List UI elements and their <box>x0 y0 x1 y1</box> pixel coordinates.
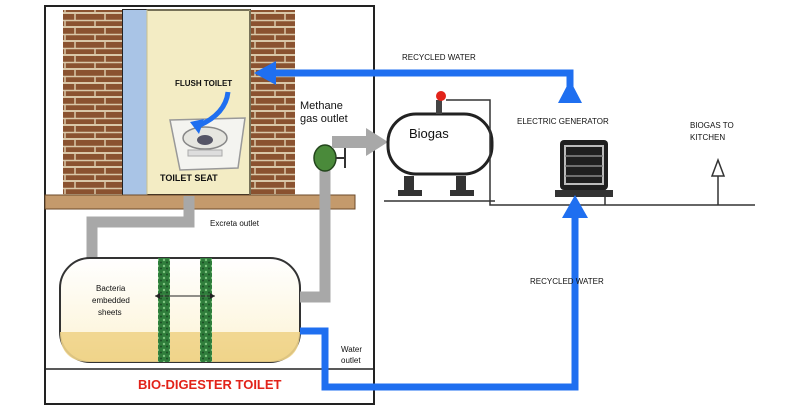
electric-generator-label: ELECTRIC GENERATOR <box>517 117 609 126</box>
recycled-water-up-arrowhead-icon <box>558 80 582 103</box>
biogas-to-kitchen-label-1: BIOGAS TO <box>690 121 734 130</box>
bacteria-label-1: Bacteria <box>96 284 126 293</box>
window <box>123 10 147 195</box>
diagram-title: BIO-DIGESTER TOILET <box>138 377 282 392</box>
recycled-water-bottom-label: RECYCLED WATER <box>530 277 604 286</box>
methane-gas-pipe <box>300 158 331 303</box>
gas-line-to-generator <box>446 99 755 206</box>
brick-wall-right <box>250 10 295 195</box>
excreta-pipe <box>86 196 195 262</box>
excreta-outlet-label: Excreta outlet <box>210 219 260 228</box>
bacteria-sheet-2 <box>200 258 212 362</box>
bacteria-sheet-1 <box>158 258 170 362</box>
recycled-water-top-arrowhead-icon <box>254 61 276 85</box>
toilet-seat-label: TOILET SEAT <box>160 173 218 183</box>
methane-label-2: gas outlet <box>300 113 348 125</box>
methane-label-1: Methane <box>300 100 343 112</box>
recycled-water-bottom-arrowhead-icon <box>562 195 588 218</box>
water-outlet-label-2: outlet <box>341 356 361 365</box>
biogas-to-kitchen-label-2: KITCHEN <box>690 133 725 142</box>
electric-generator-icon <box>555 140 613 197</box>
methane-arrow-head-icon <box>366 128 388 156</box>
floor-slab <box>44 194 356 210</box>
digester-tank <box>59 257 301 363</box>
bacteria-label-3: sheets <box>98 308 122 317</box>
water-outlet-label-1: Water <box>341 345 362 354</box>
bacteria-label-2: embedded <box>92 296 130 305</box>
brick-wall-left <box>63 10 123 195</box>
toilet-seat-icon <box>169 117 246 171</box>
flush-arrow-head-icon <box>190 119 204 134</box>
recycled-water-top-label: RECYCLED WATER <box>402 53 476 62</box>
gas-valve-icon <box>313 144 346 172</box>
biogas-tank-label: Biogas <box>409 126 449 141</box>
kitchen-arrow-head-icon <box>710 157 726 177</box>
biogas-tank <box>386 91 494 196</box>
recycled-water-pipe-top <box>272 69 574 100</box>
recycled-water-pipe-bottom <box>300 212 579 391</box>
flush-toilet-label: FLUSH TOILET <box>175 79 232 88</box>
